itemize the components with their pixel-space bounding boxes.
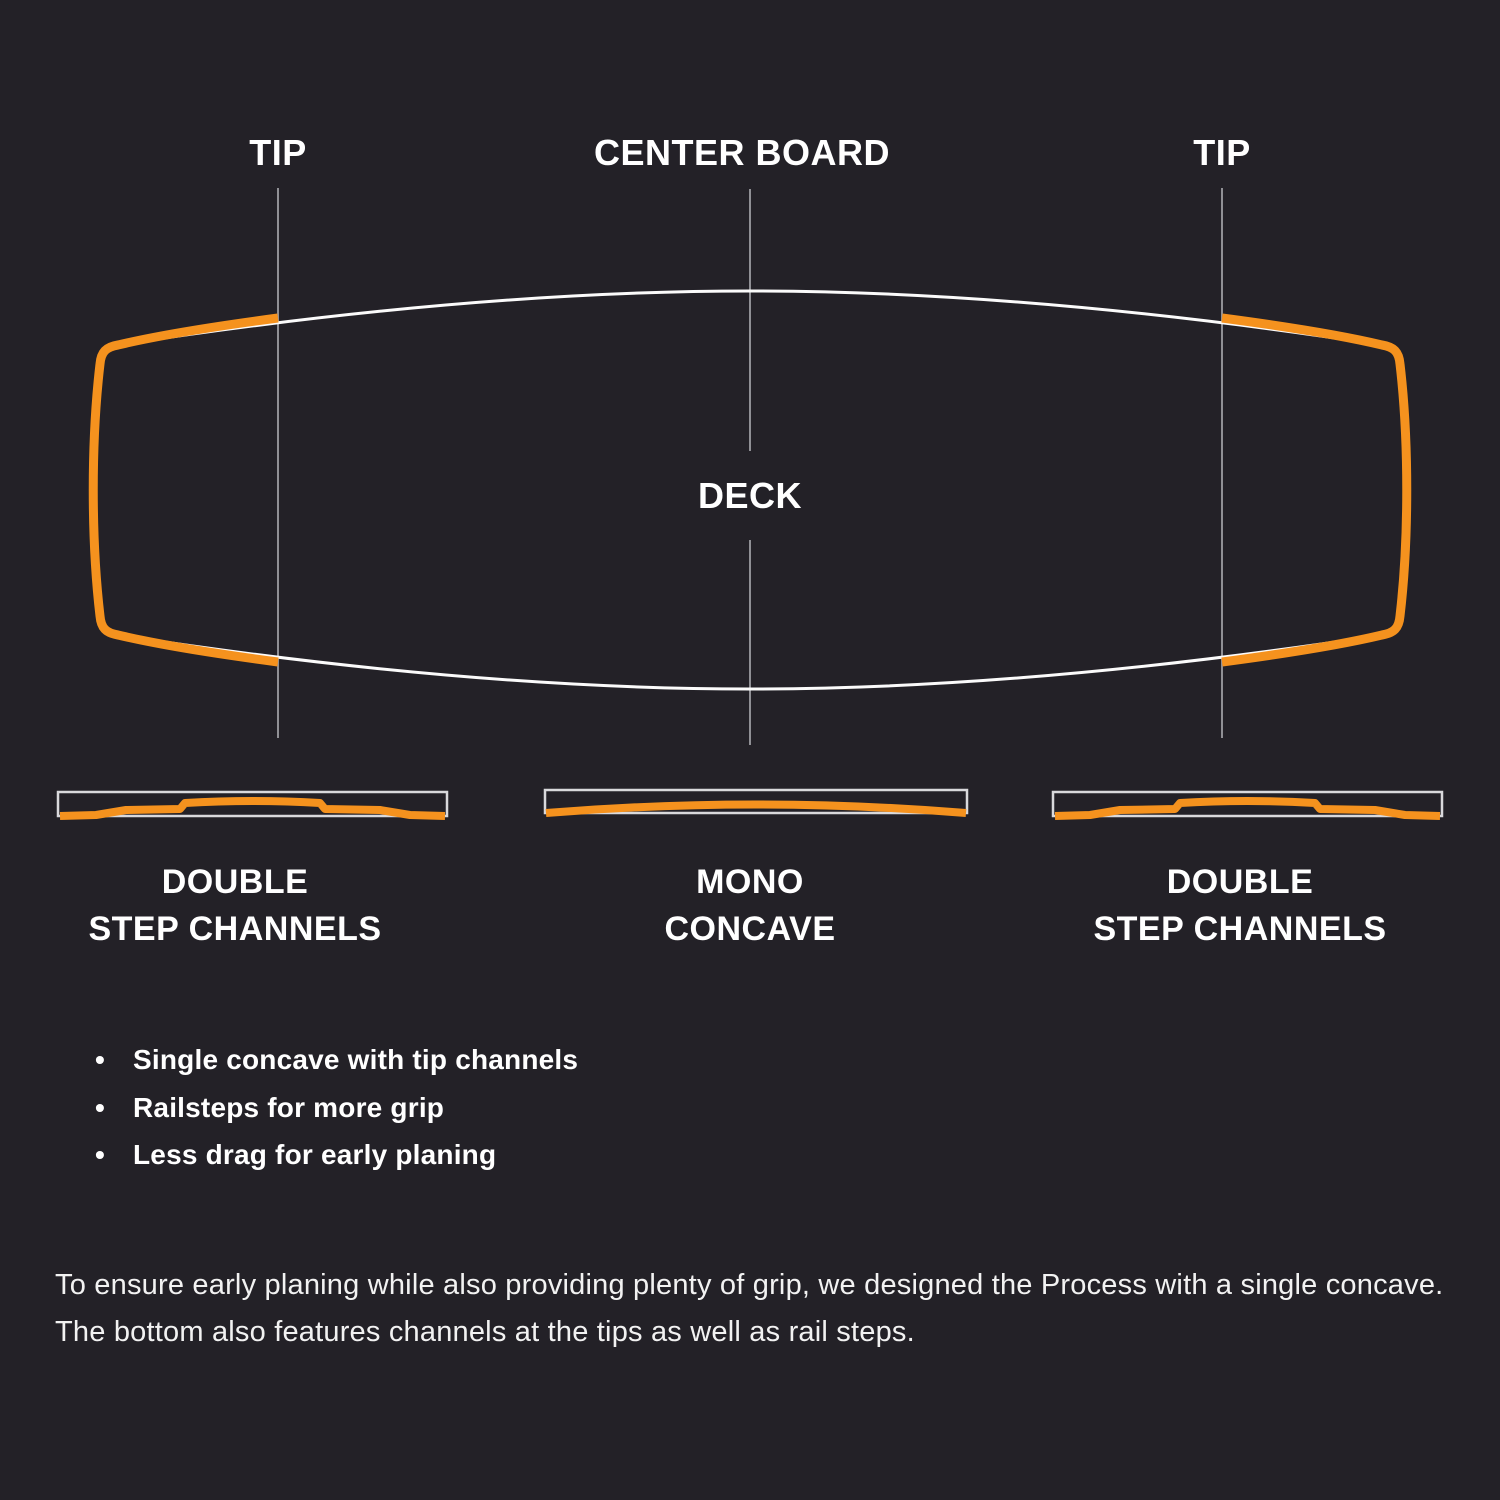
cross-section-box-right (1051, 790, 1444, 818)
label-line: DOUBLE (161, 863, 309, 901)
label-deck: DECK (697, 475, 802, 516)
cross-section-profile-center (545, 800, 967, 817)
description-paragraph: To ensure early planing while also provi… (55, 1269, 1444, 1348)
list-item: • Railsteps for more grip (95, 1092, 578, 1140)
feature-text: Railsteps for more grip (133, 1091, 445, 1123)
feature-list: • Single concave with tip channels • Rai… (95, 1044, 578, 1187)
label-double-step-channels-right: DOUBLE STEP CHANNELS (1025, 859, 1455, 953)
cross-section-box-center (543, 788, 969, 815)
label-line: MONO (696, 863, 804, 901)
label-center-board: CENTER BOARD (593, 132, 890, 173)
label-line: STEP CHANNELS (88, 910, 382, 948)
feature-text: Less drag for early planing (133, 1139, 497, 1170)
label-tip-right: TIP (1193, 132, 1251, 173)
tip-rail-right (1221, 313, 1412, 667)
cross-section-profile-left (59, 797, 446, 820)
list-item: • Less drag for early planing (95, 1139, 578, 1187)
cross-section-profile-right (1054, 797, 1441, 820)
label-double-step-channels-left: DOUBLE STEP CHANNELS (20, 859, 450, 953)
label-line: DOUBLE (1166, 863, 1314, 901)
feature-text: Single concave with tip channels (133, 1044, 579, 1075)
bullet-icon: • (95, 1139, 106, 1170)
list-item: • Single concave with tip channels (95, 1044, 578, 1092)
bullet-icon: • (95, 1044, 106, 1075)
label-mono-concave: MONO CONCAVE (550, 859, 950, 953)
tip-rail-left (88, 313, 279, 667)
cross-section-box-left (56, 790, 449, 818)
label-tip-left: TIP (249, 132, 307, 173)
label-line: CONCAVE (664, 910, 836, 948)
label-line: STEP CHANNELS (1093, 910, 1387, 948)
bullet-icon: • (95, 1091, 106, 1123)
